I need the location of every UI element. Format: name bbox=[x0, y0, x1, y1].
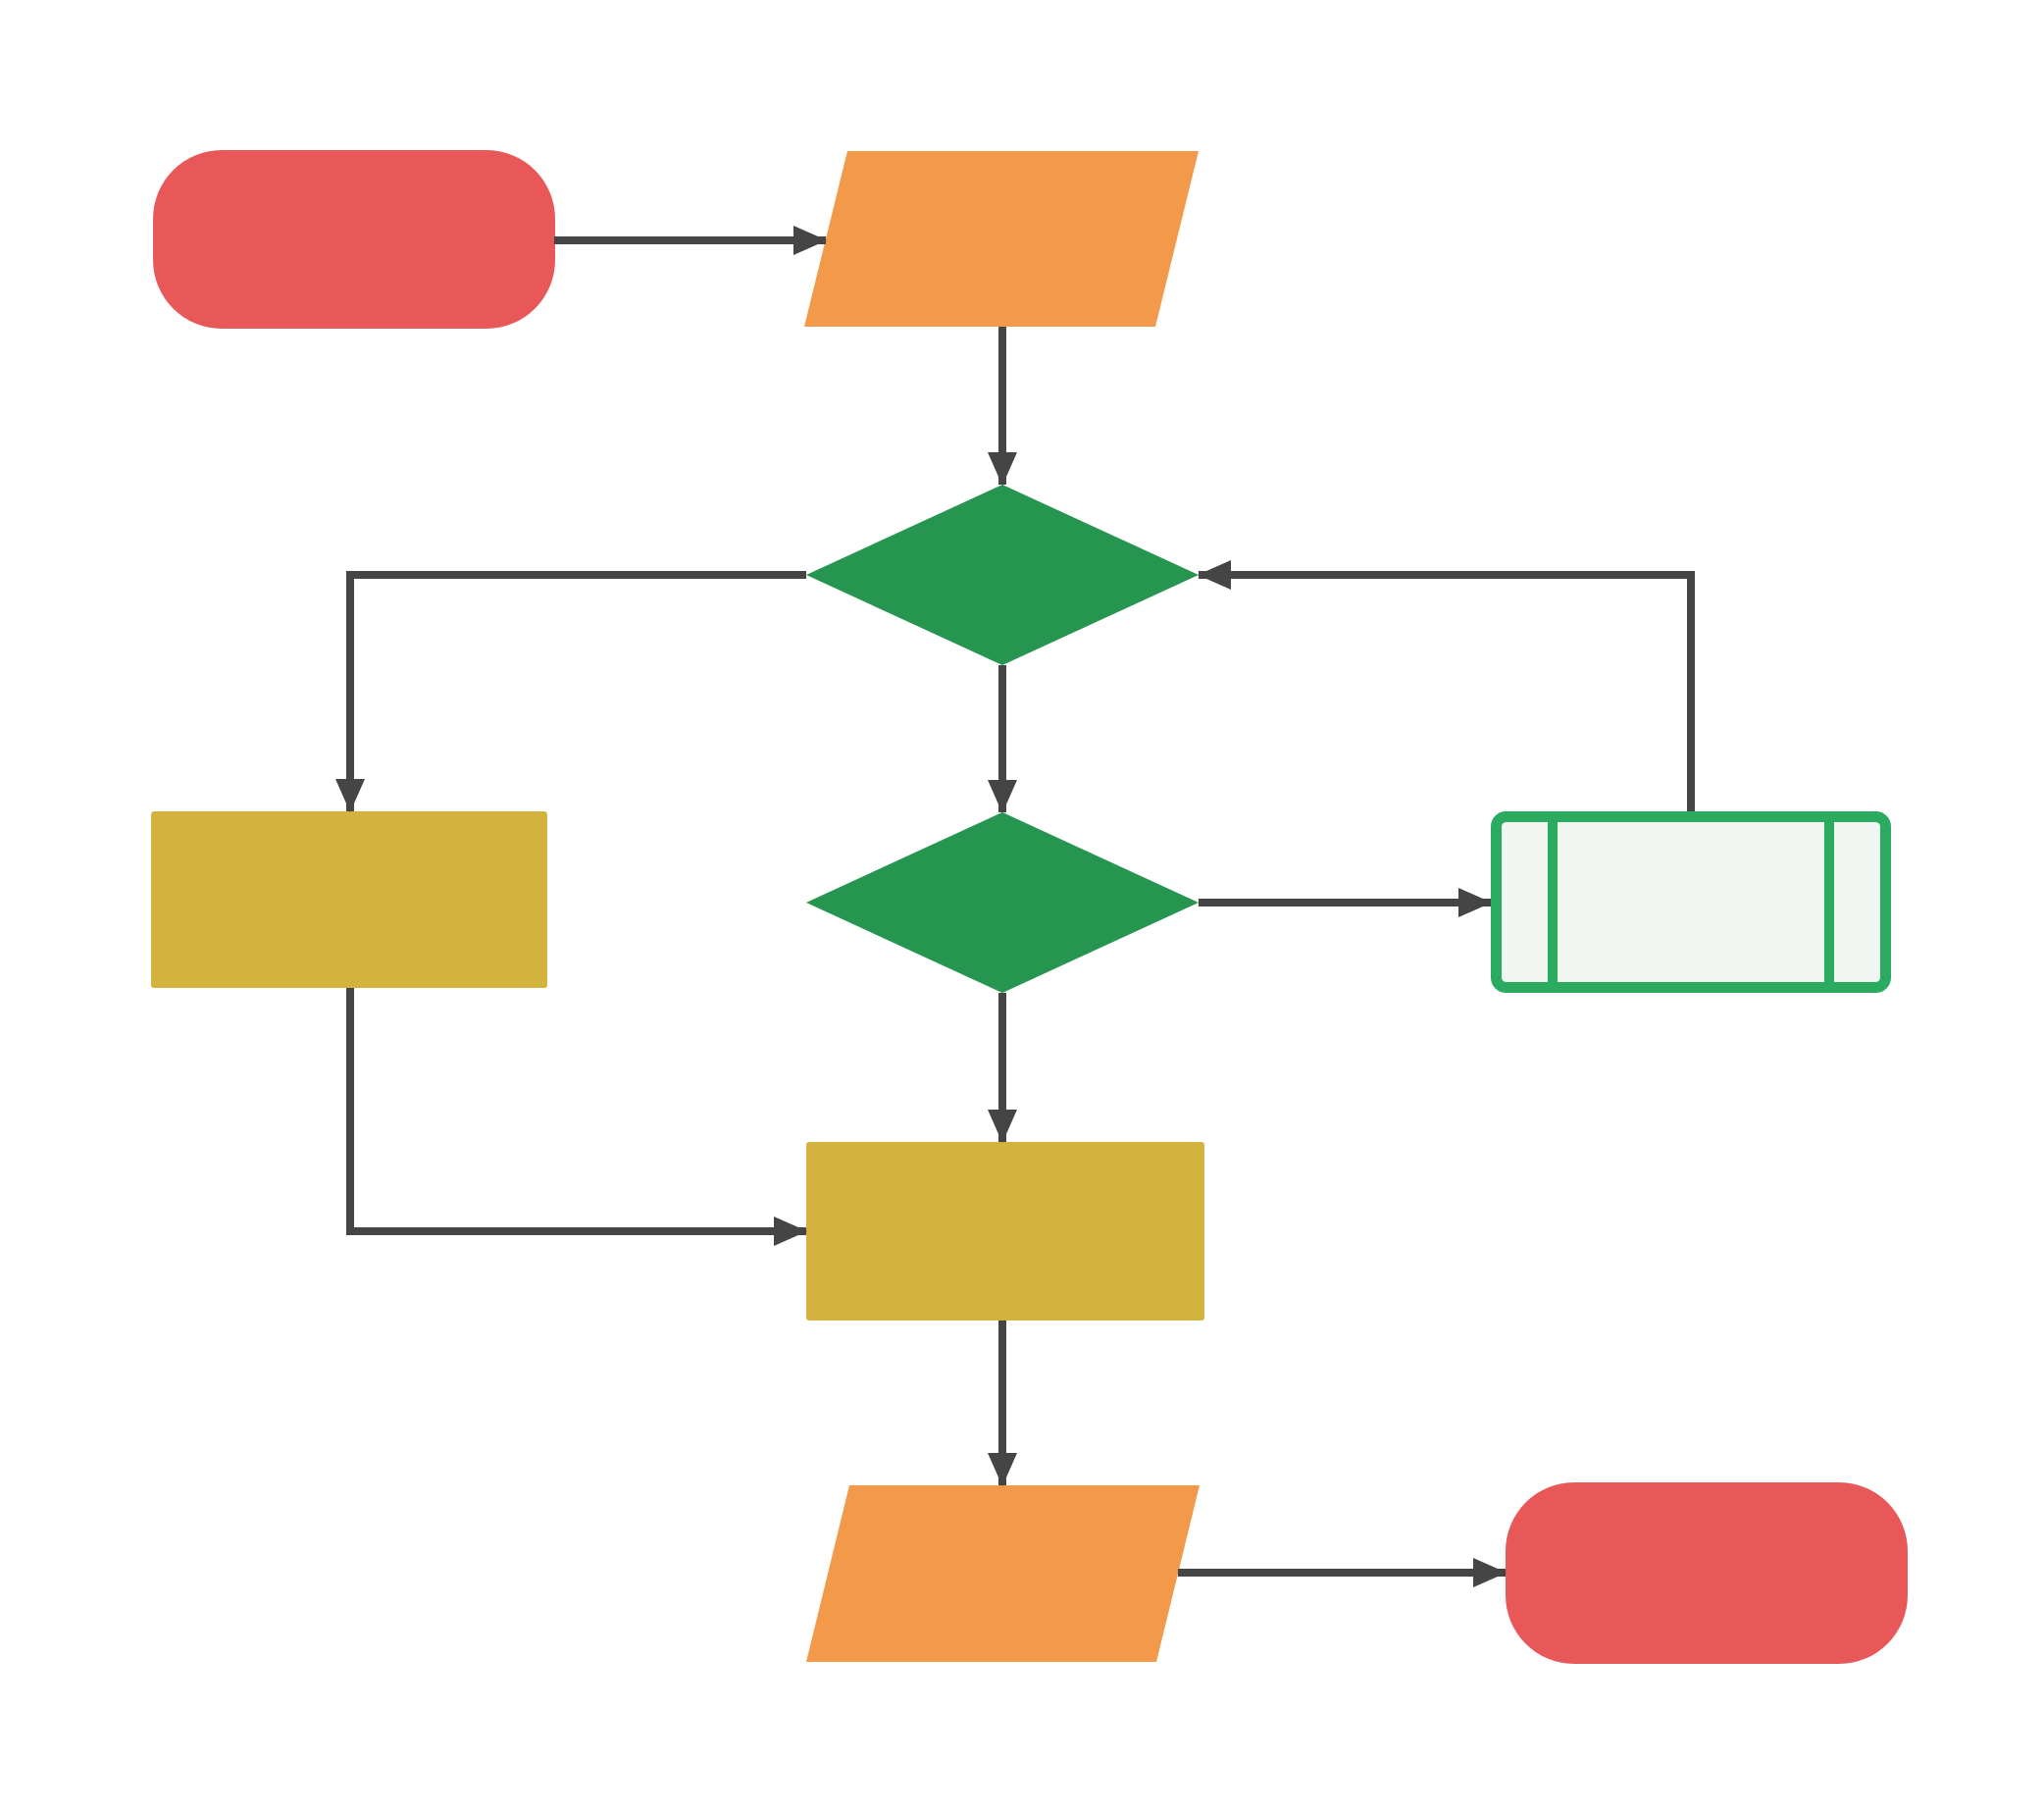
predefined-process-box bbox=[1491, 811, 1891, 993]
edge-predefined-to-decision-1 bbox=[1198, 560, 1695, 811]
process-rect-left bbox=[151, 811, 547, 988]
terminator-start bbox=[153, 150, 555, 329]
io-parallelogram-top bbox=[804, 151, 1199, 327]
io-parallelogram-bottom bbox=[806, 1485, 1200, 1662]
process-rect-center bbox=[806, 1142, 1204, 1321]
edge-process-left-to-process-center bbox=[346, 988, 807, 1246]
terminator-end bbox=[1506, 1482, 1908, 1664]
edge-decision-1-to-process-left bbox=[335, 571, 806, 812]
decision-diamond-1 bbox=[806, 485, 1199, 665]
decision-diamond-2 bbox=[806, 812, 1199, 993]
